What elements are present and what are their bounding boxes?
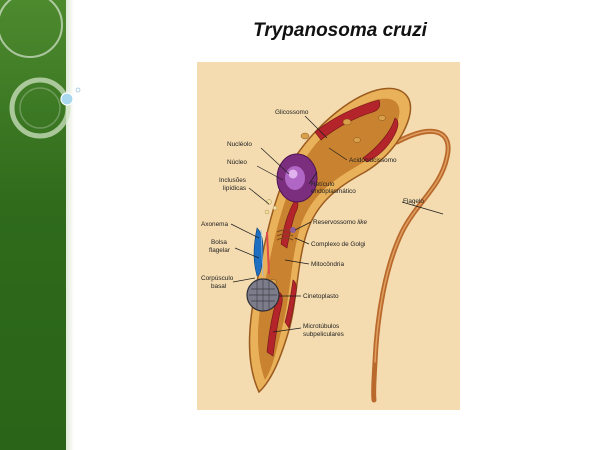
label-mitocondria: Mitocôndria: [311, 261, 344, 268]
label-corpusculo-line2: basal: [211, 283, 226, 290]
label-inclusoes-line2: lipídicas: [223, 185, 246, 192]
trypanosoma-diagram: Glicossomo Nucléolo Núcleo Inclusões lip…: [197, 62, 460, 410]
label-cinetoplasto: Cinetoplasto: [303, 293, 339, 300]
nucleus: [276, 153, 318, 203]
kinetoplast: [246, 278, 280, 312]
label-nucleolo: Nucléolo: [227, 141, 252, 148]
label-axonema: Axonema: [201, 221, 228, 228]
slide-title: Trypanosoma cruzi: [253, 20, 427, 41]
label-microtubulos-line2: subpeliculares: [303, 331, 344, 338]
cell-illustration: Glicossomo Nucléolo Núcleo Inclusões lip…: [201, 87, 451, 403]
label-nucleo: Núcleo: [227, 159, 247, 166]
label-flagelo: Flagelo: [403, 198, 424, 205]
label-microtubulos-line1: Microtúbulos: [303, 323, 339, 330]
label-bolsa-line2: flagelar: [209, 247, 231, 254]
label-corpusculo-line1: Corpúsculo: [201, 275, 234, 282]
label-reservossomo: Reservossomo like: [313, 219, 367, 226]
reservosome-like: [290, 227, 296, 233]
sidebar-edge: [66, 0, 74, 450]
flagellum: [371, 128, 451, 403]
flagellar-pocket: [253, 227, 270, 277]
label-bolsa-line1: Bolsa: [211, 239, 227, 246]
nucleolus: [288, 169, 298, 179]
label-reticulo-line2: endoplasmático: [311, 188, 356, 195]
label-acidocalcissomo: Acidocalcissomo: [349, 157, 397, 164]
label-reticulo-line1: Retículo: [311, 181, 335, 188]
label-golgi: Complexo de Golgi: [311, 241, 365, 248]
sidebar-decoration: [0, 0, 66, 450]
label-glicossomo: Glicossomo: [275, 109, 309, 116]
decorative-circles: [0, 0, 81, 139]
label-inclusoes-line1: Inclusões: [219, 177, 246, 184]
